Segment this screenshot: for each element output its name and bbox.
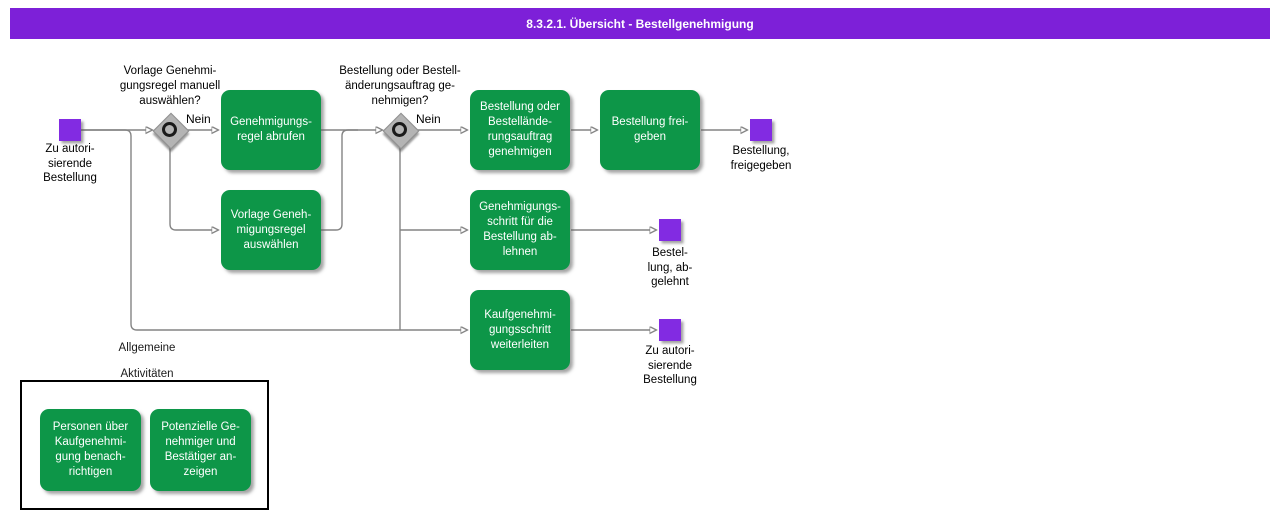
- activity-label: Kaufgenehmi- gungsschritt weiterleiten: [484, 308, 556, 351]
- gateway-2-question: Bestellung oder Bestell- änderungsauftra…: [339, 65, 461, 107]
- end-event-bestellung-freigegeben[interactable]: [750, 119, 772, 141]
- activity-label: Bestellung oder Bestellände- rungsauftra…: [480, 101, 560, 158]
- end-event-bestellung-abgelehnt[interactable]: [659, 219, 681, 241]
- activity-label: Genehmigungs- regel abrufen: [230, 116, 312, 143]
- activity-bestellung-genehmigen[interactable]: Bestellung oder Bestellände- rungsauftra…: [470, 90, 570, 170]
- activity-label: Potenzielle Ge- nehmiger und Bestätiger …: [161, 421, 240, 478]
- gateway-2-no-label: Nein: [416, 112, 441, 126]
- connector-start-rail-to-forward-step: [81, 129, 461, 330]
- or-connector-icon: [392, 122, 407, 137]
- end-event-rejected-label: Bestel- lung, ab- gelehnt: [647, 247, 693, 288]
- activity-label: Genehmigungs- schritt für die Bestellung…: [479, 201, 561, 258]
- end-event-to-authorize-label: Zu autori- sierende Bestellung: [643, 345, 697, 386]
- connector-gateway1-to-select-template: [169, 147, 212, 230]
- diagram-title: 8.3.2.1. Übersicht - Bestellgenehmigung: [526, 16, 754, 31]
- start-event[interactable]: [59, 119, 81, 141]
- general-activities-heading-line1: Allgemeine: [118, 342, 176, 354]
- end-event-zu-autorisierende-bestellung[interactable]: [659, 319, 681, 341]
- activity-genehmigungsregel-abrufen[interactable]: Genehmigungs- regel abrufen: [221, 90, 321, 170]
- activity-kaufgenehmigungsschritt-weiterleiten[interactable]: Kaufgenehmi- gungsschritt weiterleiten: [470, 290, 570, 370]
- gateway-1-question: Vorlage Genehmi- gungsregel manuell ausw…: [119, 65, 221, 107]
- general-activities-heading-line2: Aktivitäten: [120, 368, 174, 380]
- activity-label: Vorlage Geneh- migungsregel auswählen: [230, 208, 312, 251]
- activity-genehmigungsschritt-ablehnen[interactable]: Genehmigungs- schritt für die Bestellung…: [470, 190, 570, 270]
- title-bar: 8.3.2.1. Übersicht - Bestellgenehmigung: [10, 8, 1270, 39]
- gateway-1-no-label: Nein: [186, 112, 211, 126]
- activity-label: Bestellung frei- geben: [611, 116, 689, 143]
- activity-label: Personen über Kaufgenehmi- gung benach- …: [52, 421, 129, 478]
- activity-vorlage-genehmigungsregel-auswaehlen[interactable]: Vorlage Geneh- migungsregel auswählen: [221, 190, 321, 270]
- start-event-label: Zu autori- sierende Bestellung: [43, 143, 97, 184]
- or-connector-icon: [162, 122, 177, 137]
- activity-potenzielle-genehmiger-anzeigen[interactable]: Potenzielle Ge- nehmiger und Bestätiger …: [150, 409, 251, 491]
- connector-select-template-to-gateway2: [321, 129, 358, 231]
- activity-personen-benachrichtigen[interactable]: Personen über Kaufgenehmi- gung benach- …: [40, 409, 141, 491]
- activity-bestellung-freigeben[interactable]: Bestellung frei- geben: [600, 90, 700, 170]
- end-event-released-label: Bestellung, freigegeben: [730, 145, 792, 172]
